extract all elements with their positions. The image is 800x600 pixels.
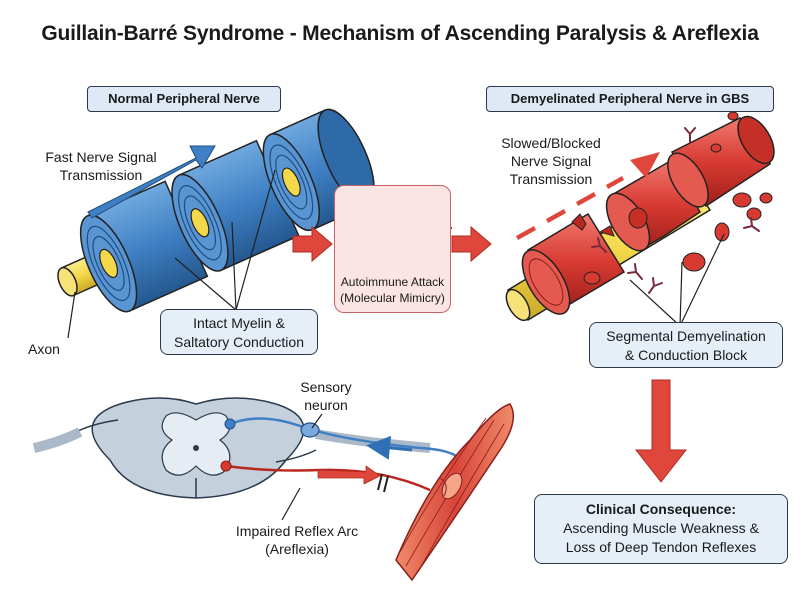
blocked-signal-arrow [516, 152, 660, 240]
consequence-line-2: Loss of Deep Tendon Reflexes [565, 539, 757, 555]
arrow-to-attack [292, 225, 333, 263]
consequence-line-1: Ascending Muscle Weakness & [563, 520, 759, 536]
segmental-demyelination-box: Segmental Demyelination& Conduction Bloc… [589, 322, 783, 368]
nerve-antibodies [591, 127, 760, 294]
demyelinated-nerve-label: Demyelinated Peripheral Nerve in GBS [486, 86, 774, 112]
spinal-cord [32, 397, 465, 499]
reflex-leader-lines [281, 413, 323, 521]
impaired-reflex-label: Impaired Reflex Arc(Areflexia) [235, 523, 359, 557]
reflex-block-mark [377, 473, 389, 493]
block-leader-lines [629, 233, 725, 327]
muscle [395, 403, 515, 582]
down-arrow [634, 379, 688, 483]
myelin-box: Intact Myelin &Saltatory Conduction [160, 309, 318, 355]
damaged-segment-3 [667, 115, 775, 208]
page-title: Guillain-Barré Syndrome - Mechanism of A… [41, 22, 759, 45]
clinical-consequence-box: Clinical Consequence: Ascending Muscle W… [534, 494, 788, 564]
fast-signal-arrow [87, 145, 216, 219]
axon-label: Axon [28, 341, 60, 357]
demyelinated-nerve [505, 94, 775, 322]
normal-nerve-label: Normal Peripheral Nerve [87, 86, 281, 112]
damaged-segment-1 [521, 212, 626, 315]
consequence-heading: Clinical Consequence: [585, 501, 737, 517]
autoimmune-attack-box: Autoimmune Attack (Molecular Mimicry) [334, 185, 451, 313]
myelin-leader-lines [67, 169, 276, 339]
normal-nerve [57, 108, 375, 313]
arrow-from-attack [451, 225, 492, 263]
